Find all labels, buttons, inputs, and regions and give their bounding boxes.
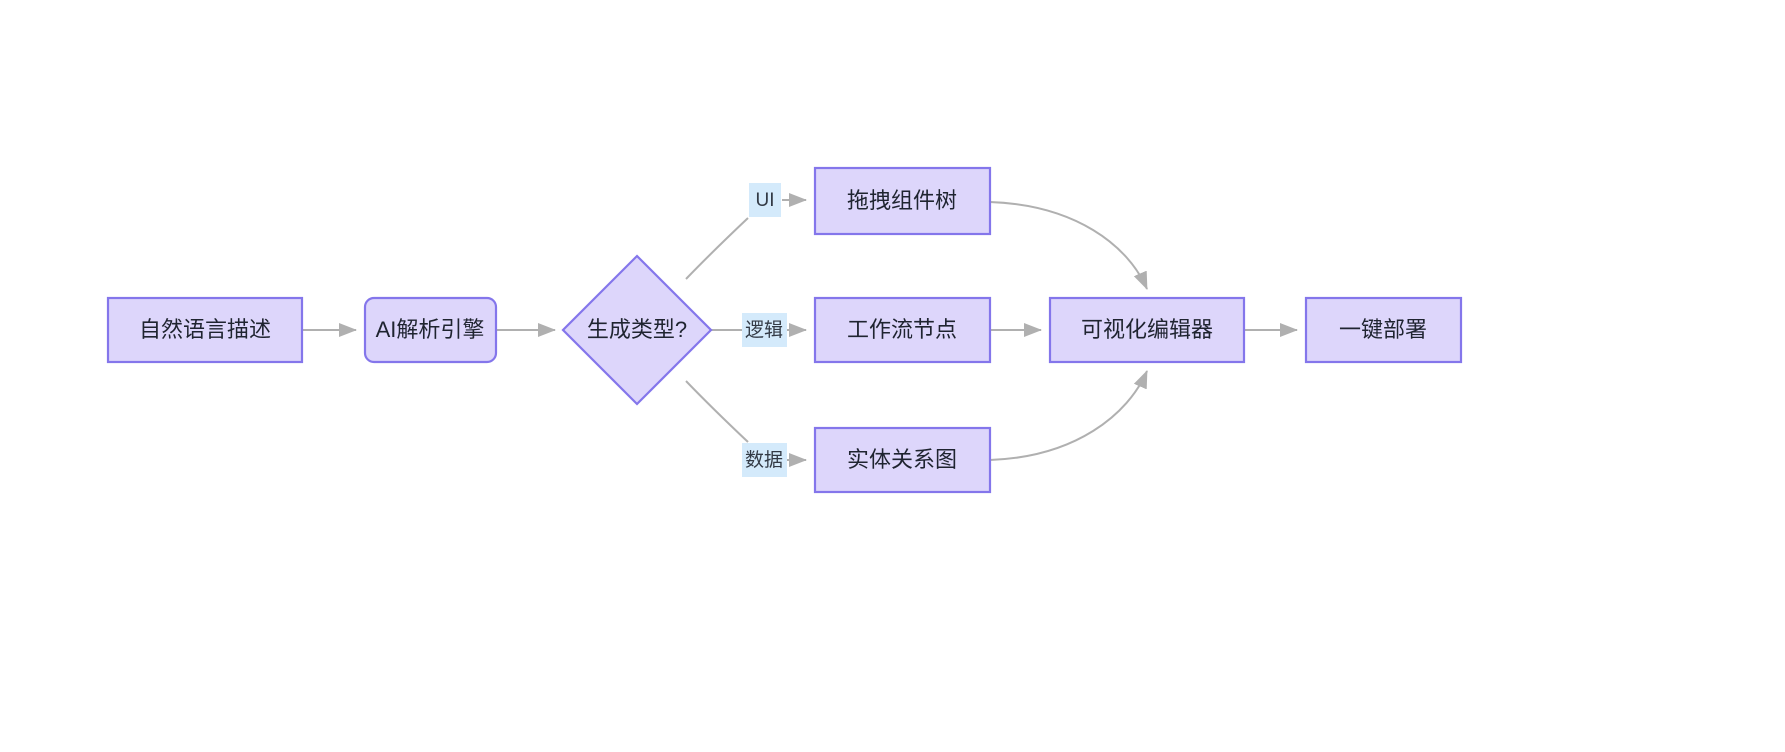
node-label: AI解析引擎 [376, 317, 485, 342]
node-label: 工作流节点 [847, 317, 957, 342]
node-entity-relationship-diagram[interactable]: 实体关系图 [813, 426, 992, 494]
edge-label-text: UI [756, 190, 775, 211]
edge-label-background [749, 183, 781, 217]
node-shape-rounded-rectangle[interactable] [363, 296, 498, 364]
edge-component-tree-to-visual-editor [989, 201, 1148, 290]
node-drag-component-tree[interactable]: 拖拽组件树 [813, 166, 992, 236]
edge-decision-to-component-tree [685, 193, 807, 280]
edge-path [685, 217, 749, 280]
node-label: 可视化编辑器 [1081, 317, 1213, 342]
edge-label-logic[interactable]: 逻辑 [742, 313, 787, 347]
edge-path [685, 380, 749, 443]
edge-label-background [742, 443, 787, 477]
node-shape-rectangle[interactable] [1048, 296, 1246, 364]
edge-label-text: 数据 [745, 449, 783, 471]
node-shape-rectangle[interactable] [813, 296, 992, 364]
node-one-click-deploy[interactable]: 一键部署 [1304, 296, 1463, 364]
node-layer: 自然语言描述 AI解析引擎 生成类型? 拖拽组件树 工作流节点 实体关系图 [106, 166, 1463, 494]
node-generation-type-decision[interactable]: 生成类型? [561, 254, 713, 406]
edge-path [989, 370, 1148, 461]
node-label: 自然语言描述 [139, 317, 271, 342]
node-visual-editor[interactable]: 可视化编辑器 [1048, 296, 1246, 364]
node-natural-language-description[interactable]: 自然语言描述 [106, 296, 304, 364]
node-shape-rectangle[interactable] [1304, 296, 1463, 364]
edge-label-text: 逻辑 [745, 319, 783, 341]
node-workflow-node[interactable]: 工作流节点 [813, 296, 992, 364]
node-shape-diamond[interactable] [561, 254, 713, 406]
node-ai-parsing-engine[interactable]: AI解析引擎 [363, 296, 498, 364]
edge-label-data[interactable]: 数据 [742, 443, 787, 477]
edge-label-layer: UI 逻辑 数据 [742, 183, 787, 477]
edge-label-background [742, 313, 787, 347]
node-label: 一键部署 [1339, 317, 1427, 342]
node-label: 拖拽组件树 [847, 188, 957, 213]
node-shape-rectangle[interactable] [106, 296, 304, 364]
node-label: 实体关系图 [847, 447, 957, 472]
edge-label-ui[interactable]: UI [749, 183, 781, 217]
node-label: 生成类型? [587, 317, 687, 342]
edge-layer [302, 193, 1298, 467]
edge-path [989, 201, 1148, 290]
node-shape-rectangle[interactable] [813, 166, 992, 236]
edge-decision-to-entity-diagram [685, 380, 807, 467]
node-shape-rectangle[interactable] [813, 426, 992, 494]
edge-entity-diagram-to-visual-editor [989, 370, 1148, 461]
